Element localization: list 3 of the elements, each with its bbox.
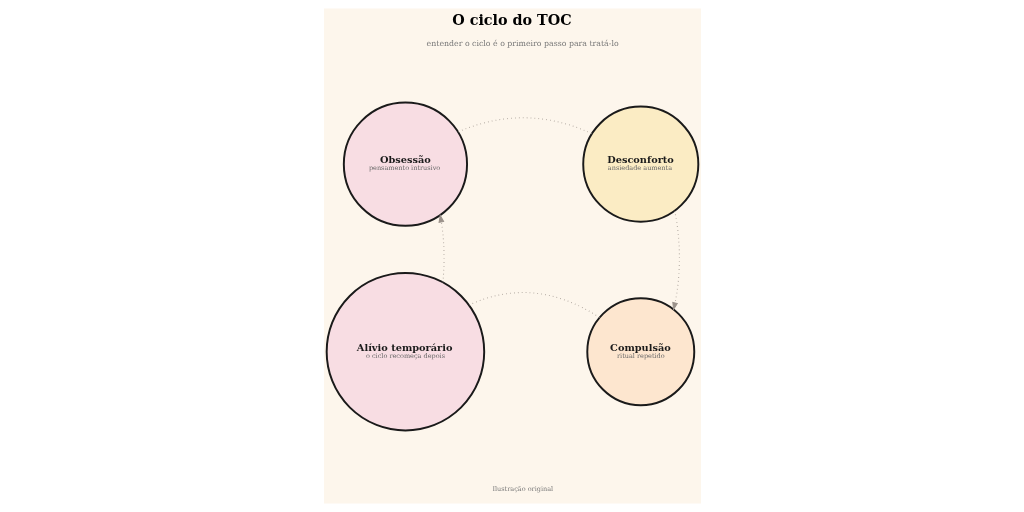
arrow — [671, 210, 680, 311]
arrow — [437, 213, 445, 283]
diagram-title: O ciclo do TOC — [451, 11, 572, 28]
